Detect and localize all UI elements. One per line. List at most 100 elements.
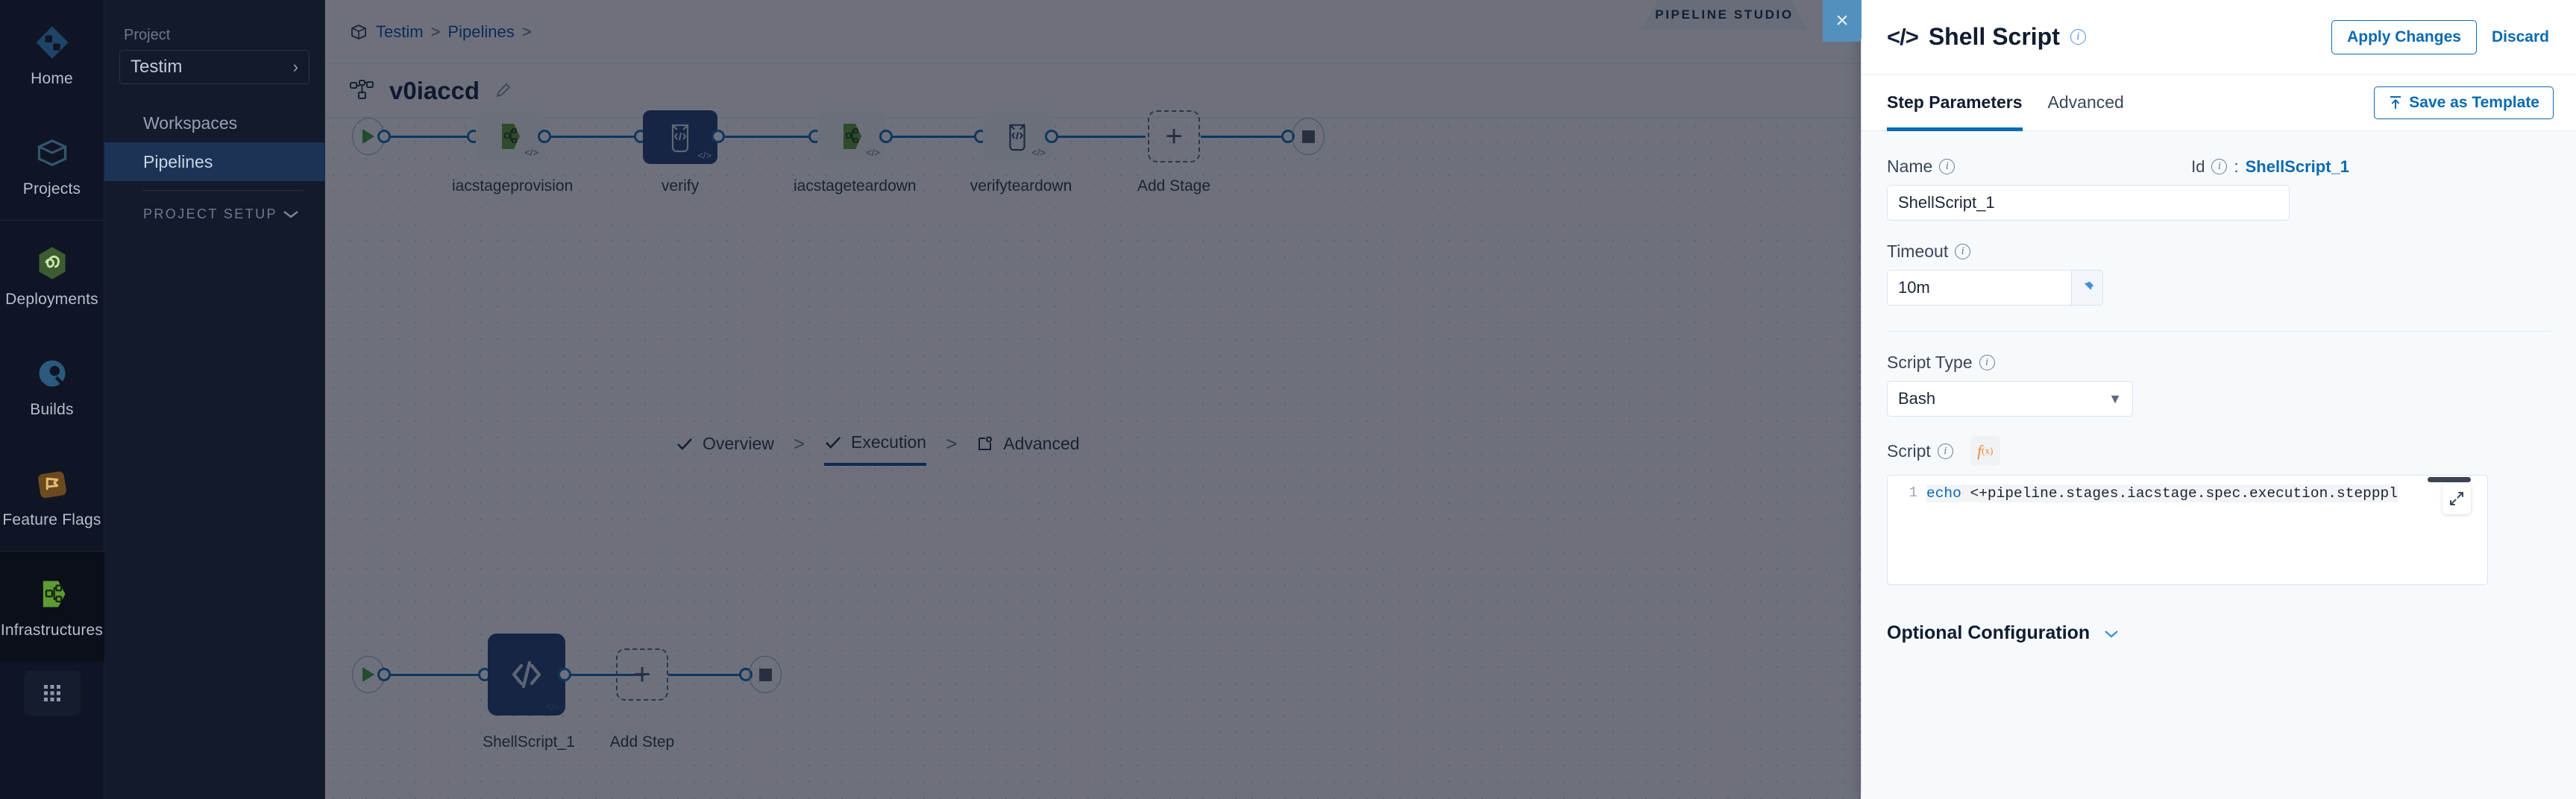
stop-icon — [758, 668, 772, 681]
tab-step-parameters[interactable]: Step Parameters — [1887, 75, 2023, 131]
step-config-panel: </> Shell Script i Apply Changes Discard… — [1862, 0, 2576, 799]
script-type-label: Script Type — [1887, 353, 1973, 372]
project-cube-icon — [351, 24, 366, 40]
name-input[interactable]: ShellScript_1 — [1887, 185, 2290, 221]
stage-node-verify[interactable]: </> — [643, 110, 717, 164]
info-icon[interactable]: i — [2211, 159, 2228, 174]
shell-script-icon — [1009, 124, 1025, 151]
apps-grid-icon — [43, 685, 60, 701]
upload-template-icon — [2390, 95, 2401, 109]
rail-item-home[interactable]: Home — [0, 0, 104, 110]
check-icon — [826, 436, 841, 449]
timeout-input[interactable]: 10m — [1887, 270, 2073, 306]
timeout-pin-button[interactable] — [2072, 270, 2103, 306]
step-label-shellscript-1: ShellScript_1 — [483, 733, 575, 751]
optional-configuration-label: Optional Configuration — [1887, 622, 2090, 643]
step-end-node — [749, 656, 782, 693]
apps-grid-button[interactable] — [23, 671, 81, 716]
stage-node-verifyteardown[interactable]: </> — [983, 112, 1052, 161]
script-label: Script — [1887, 440, 1931, 461]
discard-button[interactable]: Discard — [2491, 28, 2549, 45]
timeout-label-group: Timeout i — [1887, 241, 2551, 262]
stage-label-iacstageteardown: iacstageteardown — [794, 177, 917, 195]
advanced-gear-icon — [978, 436, 993, 450]
stage-node-iacstageprovision[interactable]: </> — [476, 112, 544, 161]
section-divider — [1887, 331, 2551, 332]
name-label-group: Name i — [1887, 157, 1955, 177]
breadcrumb-project[interactable]: Testim — [376, 22, 424, 41]
code-brackets-icon: </> — [1887, 23, 1919, 50]
rail-item-infrastructures[interactable]: Infrastructures — [0, 552, 104, 662]
stage-node-iacstageteardown[interactable]: </> — [817, 112, 886, 161]
sidebar-item-label: Workspaces — [143, 113, 238, 133]
chevron-down-icon: ▼ — [2108, 391, 2122, 406]
rail-item-builds[interactable]: Builds — [0, 331, 104, 441]
id-separator: : — [2234, 157, 2239, 176]
stage-connector — [389, 136, 471, 138]
check-icon — [677, 438, 692, 450]
apply-changes-button[interactable]: Apply Changes — [2331, 19, 2477, 54]
add-stage-button[interactable]: + — [1148, 110, 1200, 162]
script-code-area[interactable]: echo <+pipeline.stages.iacstage.spec.exe… — [1926, 476, 2487, 584]
script-expand-button[interactable] — [2443, 483, 2471, 514]
fx-subscript: (x) — [1982, 445, 1994, 456]
save-as-template-label: Save as Template — [2409, 93, 2539, 111]
page-title: v0iaccd — [389, 76, 480, 104]
sidebar-item-label: Pipelines — [143, 151, 213, 171]
pipeline-studio-tag: PIPELINE STUDIO — [1642, 0, 1807, 30]
sidebar-item-pipelines[interactable]: Pipelines — [104, 142, 324, 181]
add-step-button[interactable]: + — [616, 648, 668, 701]
script-type-value: Bash — [1898, 389, 1936, 408]
module-rail: Home Projects Deployments Builds — [0, 0, 104, 799]
edit-pencil-icon[interactable] — [493, 81, 512, 101]
breadcrumb-pipelines[interactable]: Pipelines — [447, 22, 515, 41]
optional-configuration-toggle[interactable]: Optional Configuration — [1887, 622, 2551, 644]
project-label: Project — [124, 27, 171, 43]
script-expression-button[interactable]: f(x) — [1970, 436, 2000, 466]
rail-item-feature-flags[interactable]: Feature Flags — [0, 441, 104, 552]
tab-overview[interactable]: Overview — [676, 434, 774, 464]
script-keyword: echo — [1926, 485, 1961, 502]
script-type-select[interactable]: Bash ▼ — [1887, 381, 2133, 417]
sidebar-item-workspaces[interactable]: Workspaces — [104, 104, 324, 142]
info-icon[interactable]: i — [1955, 244, 1971, 259]
stage-label-iacstageprovision: iacstageprovision — [452, 177, 574, 195]
rail-label-projects: Projects — [22, 180, 81, 198]
project-selector[interactable]: Testim › — [119, 50, 310, 84]
project-setup-section[interactable]: PROJECT SETUP — [104, 191, 324, 237]
expand-icon — [2450, 492, 2463, 505]
tab-execution[interactable]: Execution — [824, 432, 927, 466]
add-stage-label: Add Stage — [1137, 177, 1211, 195]
tab-advanced[interactable]: Advanced — [2047, 92, 2124, 112]
script-type-label-group: Script Type i — [1887, 353, 2551, 373]
close-panel-button[interactable]: × — [1823, 0, 1862, 42]
script-code-line: echo <+pipeline.stages.iacstage.spec.exe… — [1926, 484, 2398, 502]
home-diamond-icon — [35, 26, 69, 59]
name-label: Name — [1887, 157, 1933, 176]
rail-item-deployments[interactable]: Deployments — [0, 221, 104, 331]
play-icon — [362, 667, 374, 682]
play-icon — [362, 129, 374, 144]
info-icon[interactable]: i — [1979, 355, 1995, 370]
script-horizontal-scrollbar[interactable] — [2428, 477, 2471, 482]
stage-end-node — [1292, 118, 1325, 155]
save-as-template-button[interactable]: Save as Template — [2374, 86, 2554, 119]
stage-connector — [1201, 136, 1286, 138]
info-icon[interactable]: i — [1939, 159, 1955, 174]
step-node-shellscript-1[interactable]: </> — [488, 634, 565, 716]
project-setup-label: PROJECT SETUP — [143, 206, 277, 221]
stage-connector — [549, 136, 638, 138]
build-donut-icon — [38, 360, 66, 388]
rail-label-home: Home — [31, 70, 73, 87]
tab-separator: > — [946, 432, 958, 455]
infrastructure-icon — [844, 124, 861, 149]
rail-item-projects[interactable]: Projects — [0, 110, 104, 221]
stage-label-verify: verify — [661, 177, 700, 195]
tab-advanced[interactable]: Advanced — [976, 434, 1080, 464]
code-badge-icon: </> — [545, 701, 559, 713]
step-connector — [668, 674, 743, 676]
script-editor[interactable]: 1 echo <+pipeline.stages.iacstage.spec.e… — [1887, 475, 2488, 585]
info-icon[interactable]: i — [1937, 443, 1953, 459]
info-icon[interactable]: i — [2070, 29, 2086, 45]
panel-body: Name i Id i : ShellScript_1 ShellScript_… — [1862, 131, 2576, 799]
